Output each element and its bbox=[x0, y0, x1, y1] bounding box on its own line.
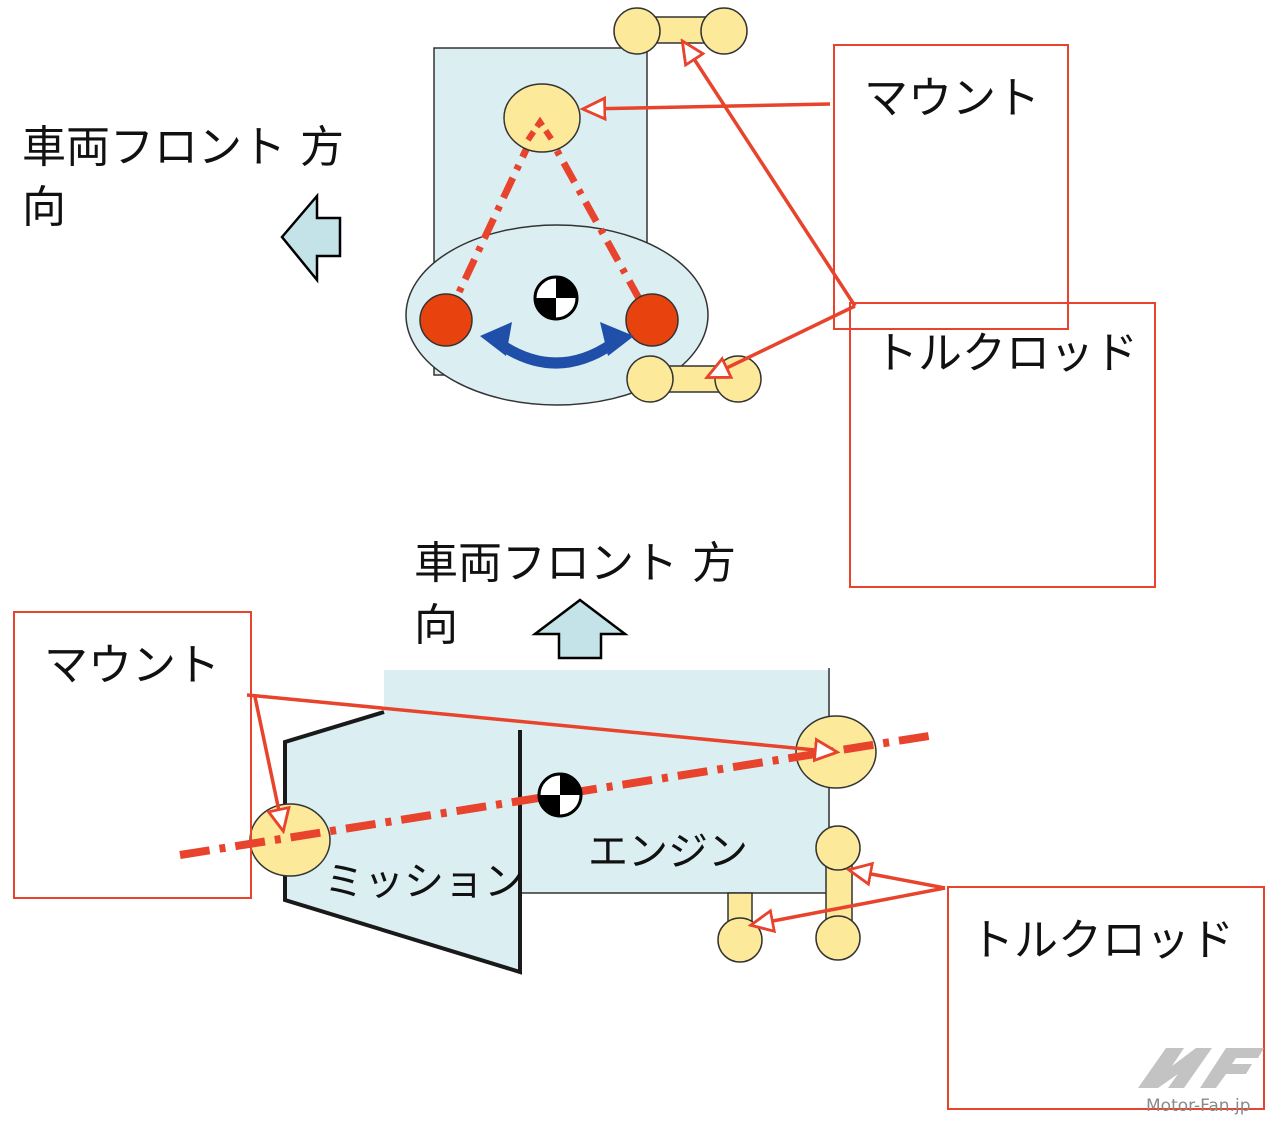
top-torque-rod-callout-label: トルクロッド bbox=[874, 328, 1138, 379]
bottom-right-torque-rod bbox=[626, 355, 762, 403]
bottom-center-of-gravity-icon bbox=[537, 772, 583, 818]
bottom-mount-callout-label: マウント bbox=[44, 640, 220, 691]
engine-label: エンジン bbox=[588, 829, 748, 875]
watermark-text: Motor-Fan.jp bbox=[1146, 1096, 1251, 1116]
top-mount-triangle bbox=[442, 112, 656, 324]
bottom-torque-rod-leader-upper bbox=[850, 870, 946, 890]
top-front-direction-arrow-icon bbox=[280, 192, 342, 284]
bottom-direction-label-line2: 向 bbox=[414, 600, 458, 651]
bottom-direction-label-line1: 車両フロント 方 bbox=[414, 538, 736, 589]
bottom-torque-rod-leader-lower bbox=[752, 886, 946, 925]
top-direction-label-line1: 車両フロント 方 bbox=[22, 122, 344, 173]
top-diagram: 車両フロント 方 向 マウント トルクロッド bbox=[22, 7, 1156, 588]
engine-block-upper bbox=[384, 670, 829, 730]
bottom-mount-leader-left bbox=[253, 696, 283, 830]
transmission-outline bbox=[283, 710, 522, 975]
bottom-torque-rod-callout-box bbox=[947, 886, 1265, 1110]
watermark-logo-icon bbox=[1138, 1048, 1264, 1088]
top-torque-rod bbox=[613, 7, 748, 55]
top-mount-callout-label: マウント bbox=[864, 73, 1040, 124]
bottom-small-torque-rod bbox=[717, 892, 763, 963]
top-right-mount bbox=[625, 293, 679, 347]
bottom-front-direction-arrow-icon bbox=[531, 598, 629, 660]
bottom-diagram: 車両フロント 方 向 bbox=[13, 538, 1265, 1110]
top-torque-rod-leader-upper bbox=[683, 42, 857, 307]
rotation-arrow-icon bbox=[480, 322, 634, 369]
top-left-mount bbox=[419, 293, 473, 347]
top-mount-leader bbox=[584, 104, 831, 109]
transmission-block bbox=[285, 712, 520, 972]
top-center-of-gravity-icon bbox=[533, 275, 579, 321]
top-mount-dash bbox=[525, 116, 555, 142]
bottom-mount-callout-box bbox=[13, 611, 252, 899]
top-direction-label-line2: 向 bbox=[22, 182, 66, 233]
bottom-mount-leader-right bbox=[246, 693, 836, 752]
top-mount bbox=[503, 83, 581, 153]
watermark: Motor-Fan.jp bbox=[1138, 1048, 1264, 1116]
top-mount-callout-box bbox=[833, 44, 1069, 330]
transmission-label: ミッション bbox=[324, 859, 524, 905]
top-torque-rod-leader-lower bbox=[708, 304, 856, 377]
bottom-torque-rod-callout-label: トルクロッド bbox=[970, 915, 1234, 966]
bottom-vertical-torque-rod bbox=[815, 825, 861, 961]
top-torque-rod-callout-box bbox=[849, 302, 1156, 588]
roll-axis-line bbox=[179, 731, 936, 859]
